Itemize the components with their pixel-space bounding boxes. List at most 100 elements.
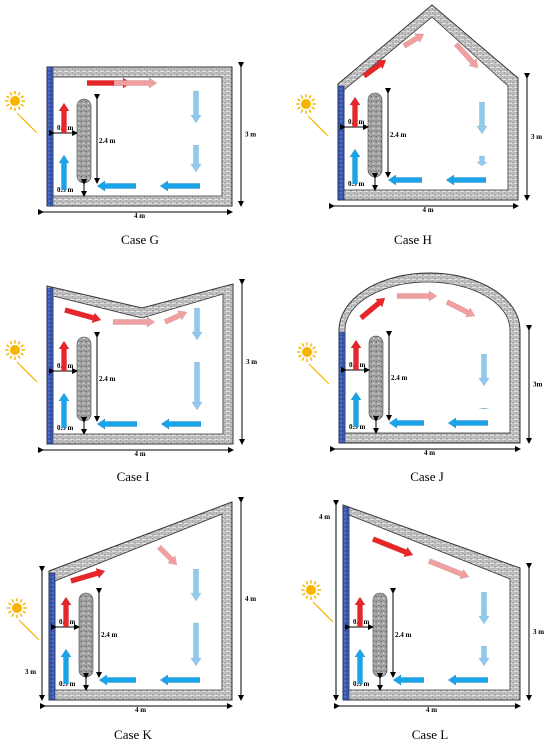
sun-disc <box>10 345 20 355</box>
airflow-arrow-icon <box>478 407 490 410</box>
absorber-plate-icon <box>367 92 383 178</box>
airflow-arrow-icon <box>349 148 361 185</box>
panel-caption: Case H <box>394 232 432 247</box>
solar-ray-line <box>315 123 329 137</box>
width-label: 4 m <box>424 449 435 457</box>
height-label: 2.4 m <box>391 374 408 382</box>
sun-ray <box>19 598 23 603</box>
solar-ray-line <box>26 627 40 641</box>
width-label: 4 m <box>422 206 433 214</box>
airflow-arrow-icon <box>478 353 490 387</box>
sun-disc <box>306 585 316 595</box>
sun-ray <box>316 592 321 596</box>
airflow-arrow-icon <box>392 674 425 686</box>
airflow-arrow-icon <box>359 297 386 321</box>
airflow-arrow-icon <box>191 361 203 411</box>
airflow-arrow-icon <box>191 307 203 341</box>
sun-ray <box>305 580 309 585</box>
sun-ray <box>301 584 306 588</box>
sun-ray <box>301 592 306 596</box>
sun-ray <box>308 109 312 114</box>
sun-disc <box>301 99 311 109</box>
height-label: 2.4 m <box>101 631 118 639</box>
sun-ray <box>17 91 21 96</box>
sun-ray <box>297 346 302 350</box>
sun-ray <box>311 106 316 110</box>
airflow-arrow-icon <box>476 101 488 135</box>
sun-ray <box>20 95 25 99</box>
sun-ray <box>305 595 309 600</box>
sun-ray <box>5 103 10 107</box>
height-label: 2.4 m <box>99 375 116 383</box>
airflow-arrow-icon <box>98 674 137 686</box>
airflow-arrow-icon <box>163 310 188 325</box>
sun-ray <box>22 602 27 606</box>
sun-icon <box>297 342 317 362</box>
sun-ray <box>309 342 313 347</box>
width-label: 4 m <box>134 450 145 458</box>
airflow-arrow-icon <box>387 174 423 186</box>
sun-ray <box>5 95 10 99</box>
panel-caption: Case I <box>117 469 150 484</box>
airflow-arrow-icon <box>96 418 138 430</box>
sun-ray <box>22 610 27 614</box>
sun-icon <box>296 94 316 114</box>
sun-ray <box>20 352 25 356</box>
airflow-arrow-icon <box>60 648 72 685</box>
solar-ray-icon <box>307 115 329 137</box>
airflow-arrow-icon <box>453 41 479 69</box>
panel-caption: Case J <box>410 469 444 484</box>
airflow-arrow-icon <box>354 596 366 628</box>
width-label: 4 m <box>134 212 145 220</box>
height-label: 2.4 m <box>390 131 407 139</box>
sun-ray <box>7 602 12 606</box>
width-label: 4 m <box>426 706 437 714</box>
airflow-arrow-icon <box>70 567 106 584</box>
wall-height-label: 4 m <box>245 595 256 603</box>
absorber-plate-icon <box>372 592 388 678</box>
sun-disc <box>12 603 22 613</box>
absorber-plate-icon <box>368 335 384 421</box>
sun-ray <box>308 94 312 99</box>
airflow-arrow-icon <box>64 307 102 324</box>
solar-ray-line <box>316 371 330 385</box>
airflow-arrow-icon <box>447 674 489 686</box>
sun-ray <box>311 98 316 102</box>
sun-ray <box>17 340 21 345</box>
airflow-arrow-icon <box>156 544 178 566</box>
airflow-arrow-icon <box>388 417 425 429</box>
wall-height-label: 3 m <box>246 358 257 366</box>
glazing-wall <box>337 85 345 201</box>
sun-ray <box>309 357 313 362</box>
airflow-arrow-icon <box>112 316 156 328</box>
glazing-wall <box>46 287 54 445</box>
airflow-arrow-icon <box>478 645 490 667</box>
sun-icon <box>7 598 27 618</box>
airflow-arrow-icon <box>58 340 70 372</box>
solar-ray-icon <box>308 363 330 385</box>
sun-ray <box>17 355 21 360</box>
airflow-arrow-icon <box>113 77 158 89</box>
airflow-arrow-icon <box>190 144 202 173</box>
airflow-arrow-icon <box>371 536 414 558</box>
sun-disc <box>10 96 20 106</box>
airflow-arrow-icon <box>445 299 476 318</box>
airflow-arrow-icon <box>58 102 70 134</box>
sun-ray <box>20 103 25 107</box>
airflow-arrow-icon <box>159 180 201 192</box>
sun-icon <box>5 340 25 360</box>
glazing-wall <box>48 572 56 701</box>
sun-ray <box>17 106 21 111</box>
airflow-arrow-icon <box>476 155 488 167</box>
airflow-arrow-icon <box>58 392 70 429</box>
sun-ray <box>300 94 304 99</box>
wall-height-label: 3 m <box>531 133 542 141</box>
airflow-arrow-icon <box>190 622 202 667</box>
sun-ray <box>301 357 305 362</box>
sun-ray <box>312 354 317 358</box>
sun-ray <box>9 106 13 111</box>
